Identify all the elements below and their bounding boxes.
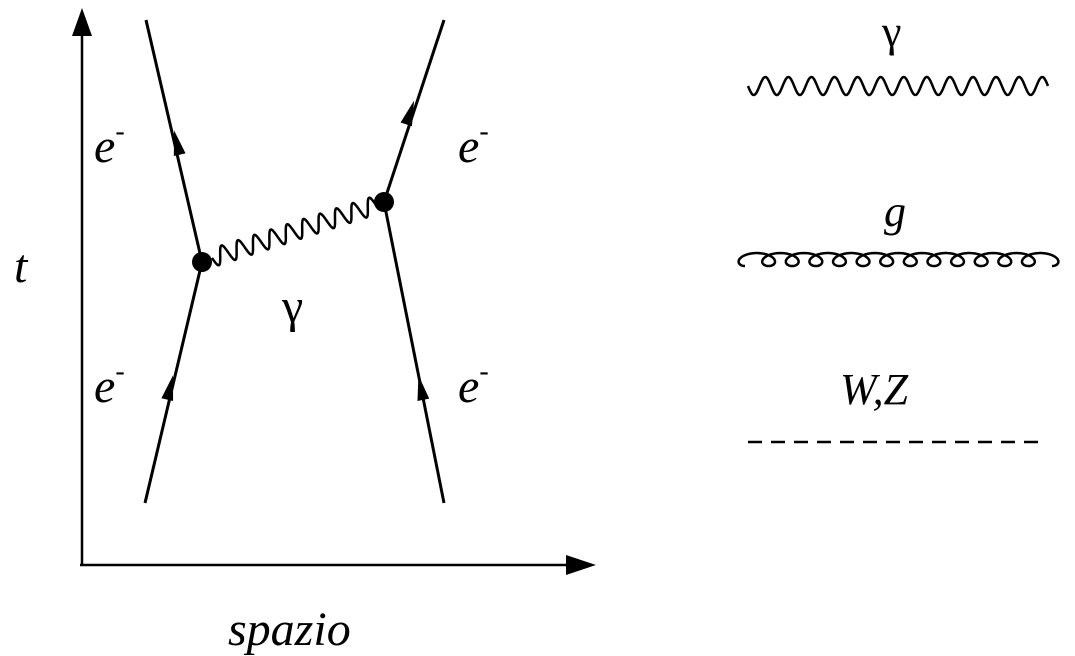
electron-label-bottom-right: e- [458, 356, 489, 413]
legend-photon-label: γ [881, 7, 901, 56]
space-axis-label: spazio [228, 603, 351, 656]
arrow-right-lower [417, 375, 430, 401]
arrow-left-lower [161, 375, 174, 402]
exchange-photon-label: γ [281, 280, 303, 333]
time-axis-label: t [14, 240, 29, 293]
arrow-left-upper [173, 130, 186, 157]
photon-exchange-line [210, 196, 378, 267]
vertex-left [192, 252, 212, 272]
legend-gluon-line [737, 251, 1060, 268]
electron-label-top-left: e- [94, 116, 125, 173]
electron-line-right-upper [382, 19, 446, 203]
electron-label-bottom-left: e- [94, 356, 125, 413]
vertex-right [374, 192, 394, 212]
time-axis-arrowhead [72, 8, 92, 36]
space-axis-arrowhead [566, 555, 596, 575]
legend-gluon-label: g [884, 187, 906, 236]
electron-label-top-right: e- [458, 116, 489, 173]
electron-line-left-lower [143, 261, 204, 504]
legend-weak-label: W,Z [840, 365, 909, 414]
legend-photon-line [746, 75, 1050, 97]
electron-line-right-lower [382, 201, 446, 504]
arrow-right-upper [400, 100, 415, 127]
